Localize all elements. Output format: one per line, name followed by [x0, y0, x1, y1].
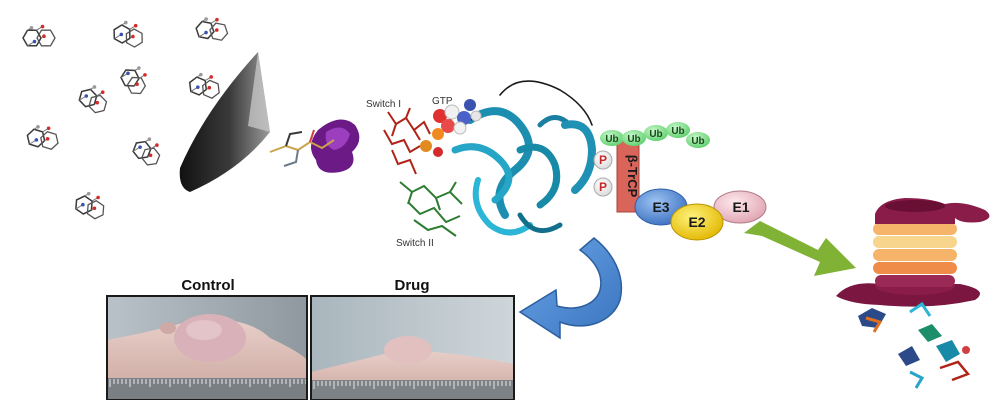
- ubiquitin-tag: [622, 130, 646, 146]
- ubiquitin-label: Ub: [627, 134, 640, 145]
- protein-structure: Switch I GTP Switch II: [366, 80, 597, 249]
- molecule-structure: [78, 85, 108, 114]
- control-panel: Control: [106, 277, 308, 400]
- ubiquitin-chain: Ub Ub Ub Ub Ub: [600, 122, 710, 148]
- tumor-drug: [384, 336, 432, 364]
- ruler-drug: [311, 380, 514, 400]
- ligand-binding-pocket: [269, 119, 360, 173]
- molecule-structure: [120, 66, 147, 95]
- ubiquitin-tag: [600, 130, 624, 146]
- phospho-circle: [593, 177, 613, 197]
- ubiquitin-tag: [686, 132, 710, 148]
- phosphorylation-sites: P P: [593, 150, 613, 197]
- btrcp-label: β-TrCP: [625, 155, 640, 198]
- molecule-structure: [22, 24, 56, 47]
- ubiquitin-tag: [666, 122, 690, 138]
- ligase-complex: E1 E3 E2: [634, 188, 767, 241]
- screening-funnel: [179, 52, 270, 192]
- gtp-label: GTP: [432, 96, 453, 107]
- phospho-circle: [593, 150, 613, 170]
- small-molecule-library: [22, 17, 229, 220]
- switch2-label: Switch II: [396, 238, 434, 249]
- molecule-structure: [195, 17, 229, 41]
- bound-ligand: [269, 129, 335, 167]
- curved-arrow-blue: [518, 237, 623, 340]
- switch1-label: Switch I: [366, 99, 401, 110]
- control-label: Control: [181, 277, 234, 294]
- drug-panel: Drug: [310, 277, 515, 400]
- gtp-molecule: [420, 99, 482, 157]
- e1-enzyme: [713, 190, 767, 224]
- proteasome: [836, 198, 990, 307]
- switch2-region: [399, 181, 463, 237]
- ubiquitin-label: Ub: [649, 129, 662, 140]
- e2-enzyme: [670, 203, 724, 241]
- switch1-region: [383, 107, 431, 175]
- btrcp-box: β-TrCP: [616, 139, 640, 213]
- e2-label: E2: [688, 214, 705, 230]
- ruler-control: [107, 378, 307, 400]
- molecule-structure: [188, 72, 220, 99]
- ruler-ticks: [109, 379, 307, 387]
- molecule-structure: [26, 125, 59, 150]
- arrow-to-proteasome: [744, 221, 856, 276]
- ubiquitin-tag: [644, 125, 668, 141]
- ubiquitin-label: Ub: [691, 136, 704, 147]
- ubiquitin-label: Ub: [671, 126, 684, 137]
- e1-label: E1: [732, 199, 749, 215]
- e3-label: E3: [652, 199, 669, 215]
- phospho-label: P: [599, 180, 607, 194]
- degraded-peptide-fragments: [858, 301, 971, 389]
- molecule-structure: [132, 137, 161, 166]
- ubiquitin-label: Ub: [605, 134, 618, 145]
- phospho-label: P: [599, 153, 607, 167]
- drug-label: Drug: [395, 277, 430, 294]
- ruler-ticks: [313, 381, 511, 389]
- molecule-structure: [75, 191, 105, 220]
- molecule-structure: [113, 20, 143, 48]
